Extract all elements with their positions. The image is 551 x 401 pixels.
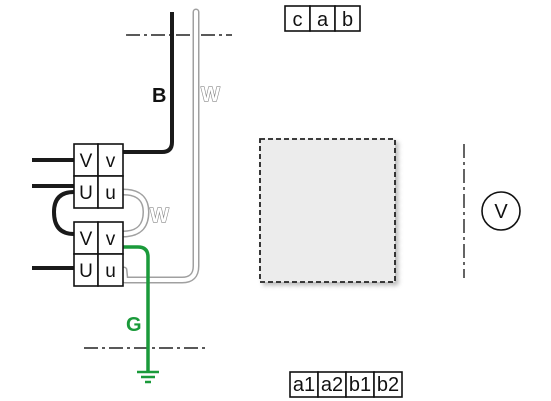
- terminal-lower-u: u: [105, 261, 116, 282]
- terminal-strip-bottom: a1 a2 b1 b2: [289, 371, 403, 398]
- black-wire: [123, 12, 174, 154]
- component-box: [259, 138, 396, 283]
- terminal-lower-U: U: [79, 261, 93, 282]
- terminal-strip-bottom-a1: a1: [293, 374, 315, 396]
- black-loop-wire: [51, 190, 75, 236]
- white-wire: [120, 8, 200, 284]
- white-loop-wire: [119, 188, 150, 238]
- terminal-strip-top-c: c: [293, 9, 303, 31]
- wire-label-green: G: [126, 314, 142, 336]
- terminal-strip-top-a: a: [317, 9, 329, 31]
- voltmeter-symbol-icon: V: [481, 191, 521, 231]
- terminal-lower-v: v: [106, 229, 116, 250]
- terminal-block-upper: V v U u: [73, 143, 124, 209]
- terminal-strip-top-b: b: [342, 9, 353, 31]
- terminal-strip-top: c a b: [284, 5, 361, 32]
- terminal-upper-V: V: [80, 151, 93, 172]
- green-wire: [123, 245, 150, 372]
- terminal-upper-u: u: [105, 183, 116, 204]
- terminal-strip-bottom-a2: a2: [321, 374, 343, 396]
- wire-label-white-loop: W: [150, 205, 169, 227]
- voltmeter-label: V: [494, 201, 508, 223]
- wire-label-black: B: [152, 85, 166, 107]
- terminal-strip-bottom-b1: b1: [349, 374, 371, 396]
- ground-symbol-icon: [137, 370, 159, 384]
- terminal-upper-v: v: [106, 151, 116, 172]
- terminal-block-lower: V v U u: [73, 221, 124, 287]
- terminal-strip-bottom-b2: b2: [377, 374, 399, 396]
- terminal-upper-U: U: [79, 183, 93, 204]
- terminal-lower-V: V: [80, 229, 93, 250]
- wire-label-white-vertical: W: [201, 84, 220, 106]
